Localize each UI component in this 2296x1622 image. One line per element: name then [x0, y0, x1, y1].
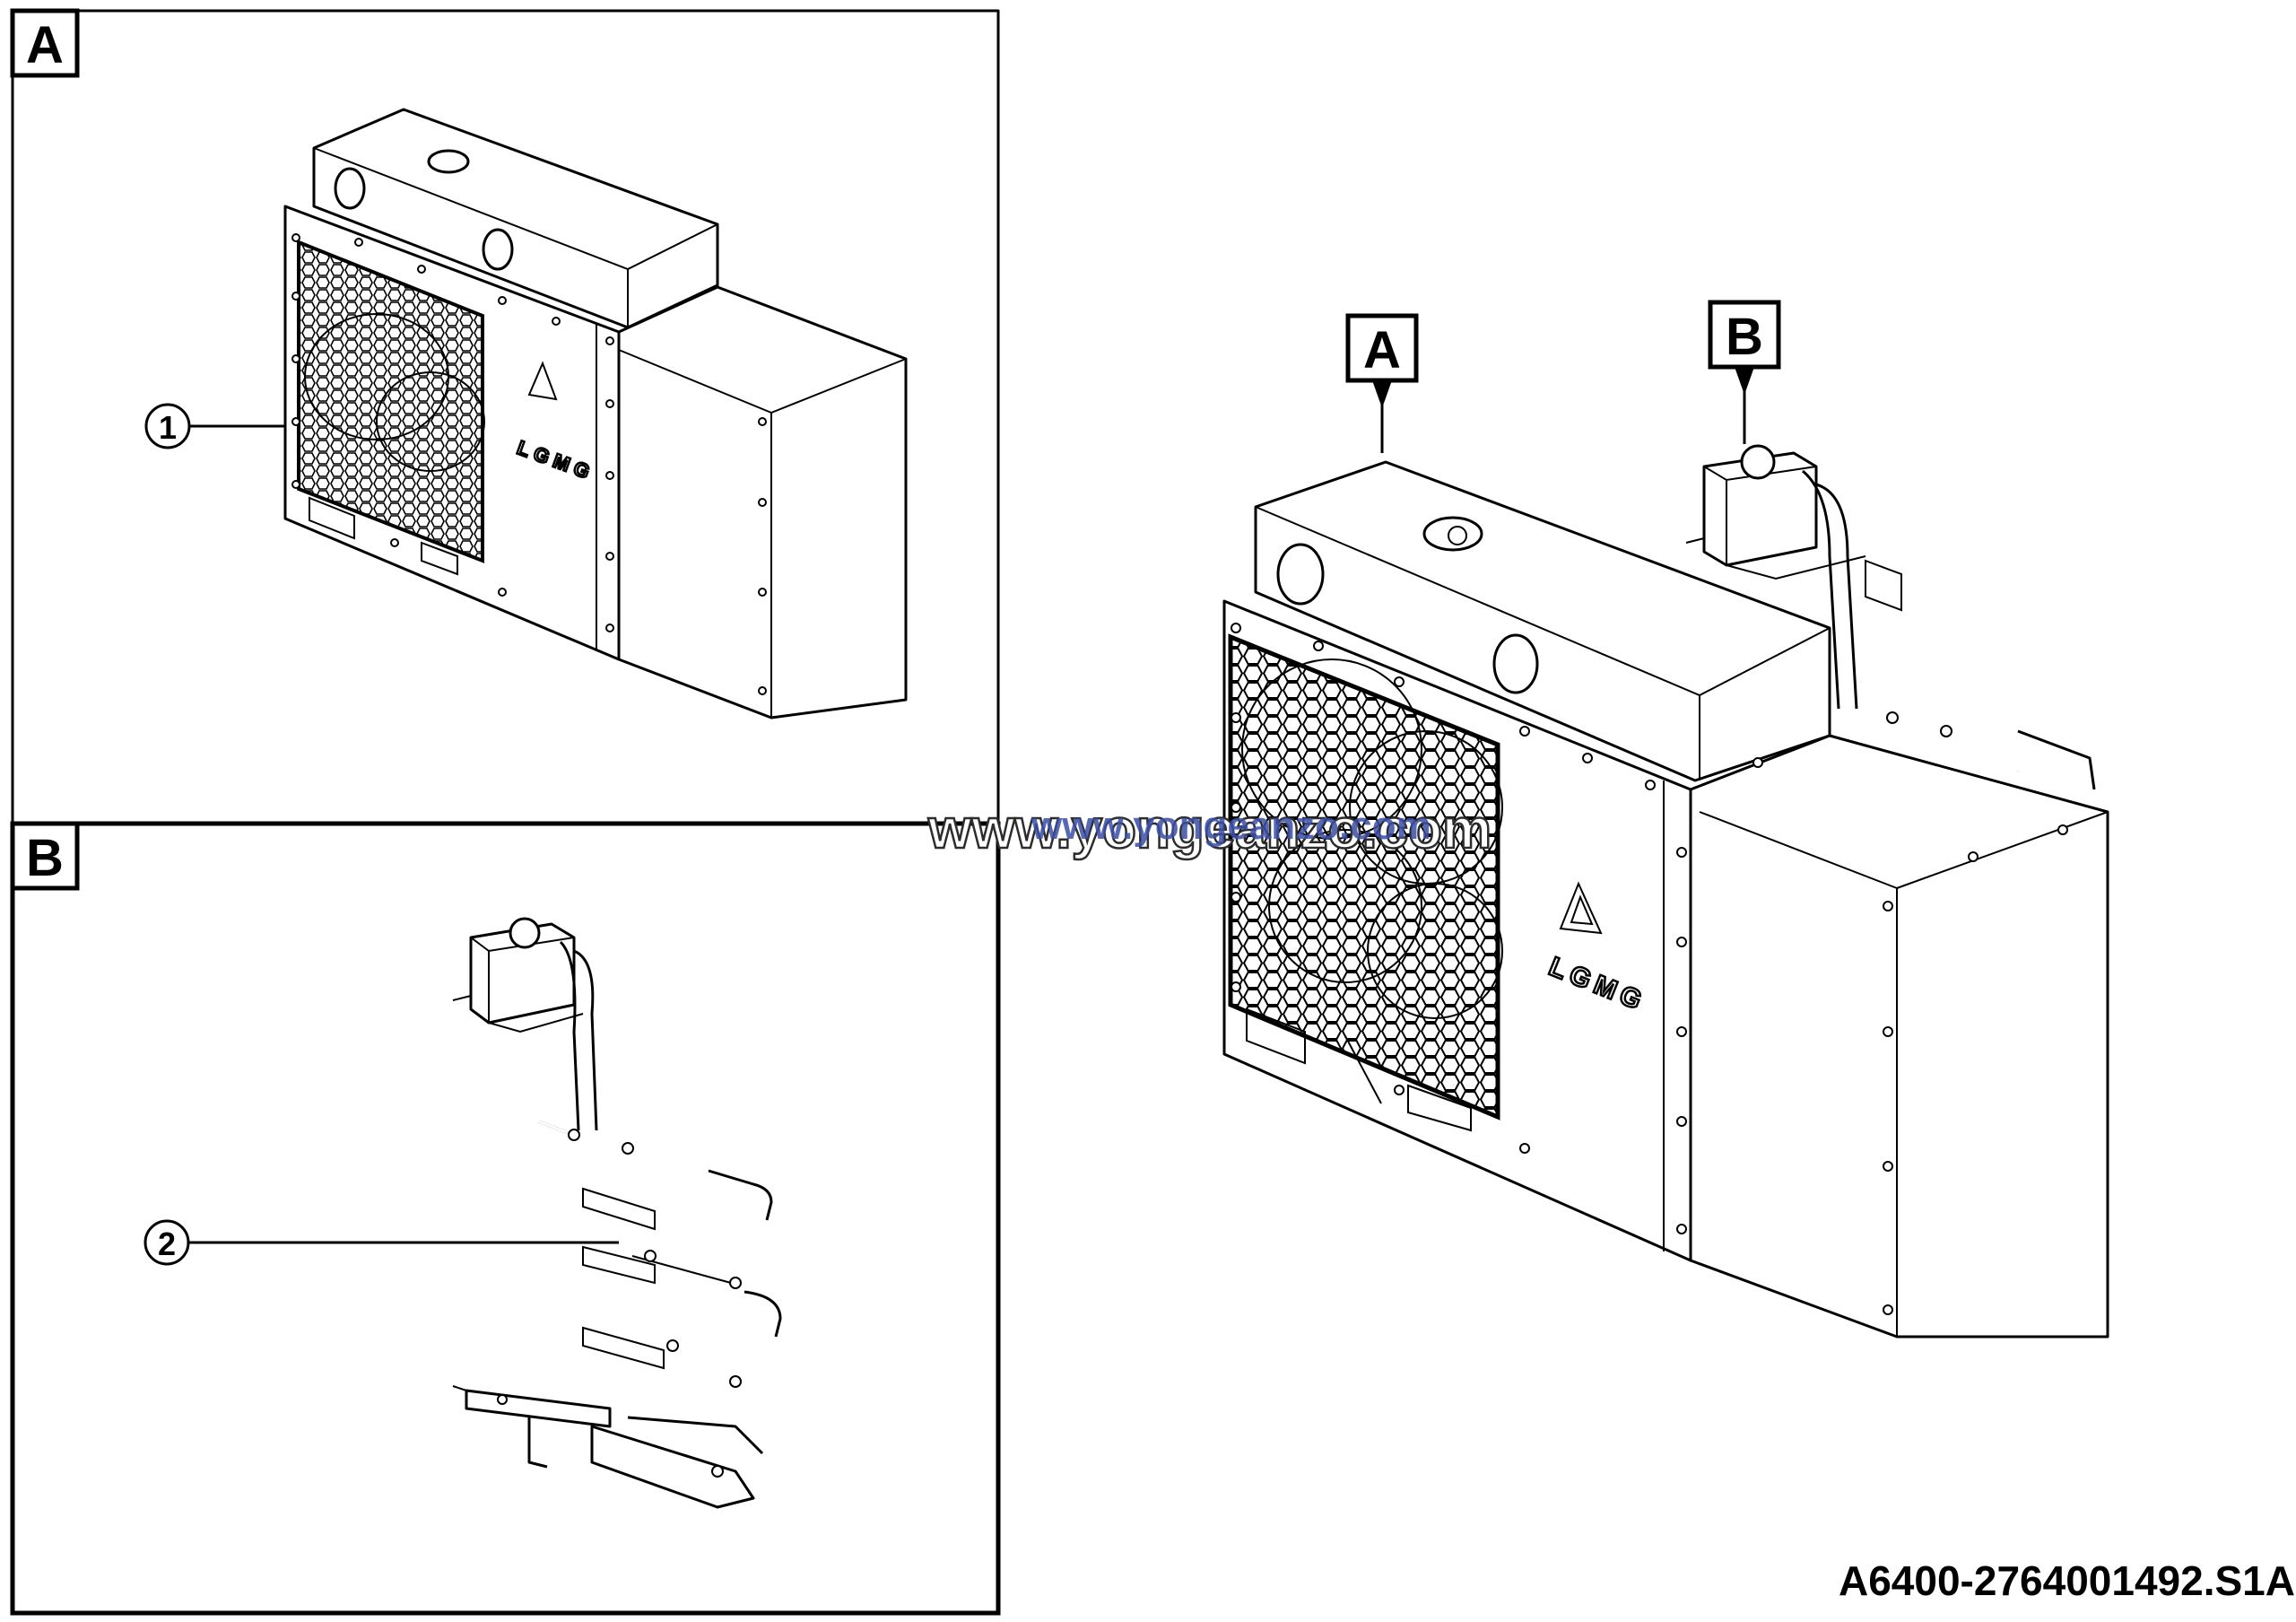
- view-tag-a: A: [1345, 313, 1419, 453]
- radiator-drawing-a: LGMG: [283, 108, 908, 719]
- bolts-main: [1231, 623, 2068, 1315]
- panel-b-label-box: [10, 821, 80, 891]
- watermark-text: www.yongeanzo.com: [1031, 804, 1431, 848]
- callout-2: 2: [144, 1219, 619, 1266]
- bolts-a: [291, 233, 767, 695]
- view-tag-b-label: B: [1726, 308, 1763, 366]
- drawing-code: A6400-2764001492.S1A: [1839, 1557, 2295, 1604]
- panel-a: A LGMG: [10, 8, 1000, 824]
- watermark-outline: www.yongeanzo.com: [927, 798, 1492, 860]
- view-tag-b: B: [1708, 300, 1781, 444]
- callout-2-number: 2: [158, 1225, 176, 1262]
- callout-1-number: 1: [159, 409, 177, 446]
- panel-b: B: [10, 821, 1001, 1616]
- panel-a-label-box: [10, 8, 80, 78]
- view-tag-a-label: A: [1363, 321, 1401, 379]
- assembly-view: A B LGMG: [1222, 300, 2109, 1339]
- panel-b-label: B: [26, 829, 64, 887]
- panel-a-label: A: [26, 16, 64, 74]
- callout-1: 1: [144, 403, 285, 449]
- piping-drawing-b: [452, 917, 782, 1509]
